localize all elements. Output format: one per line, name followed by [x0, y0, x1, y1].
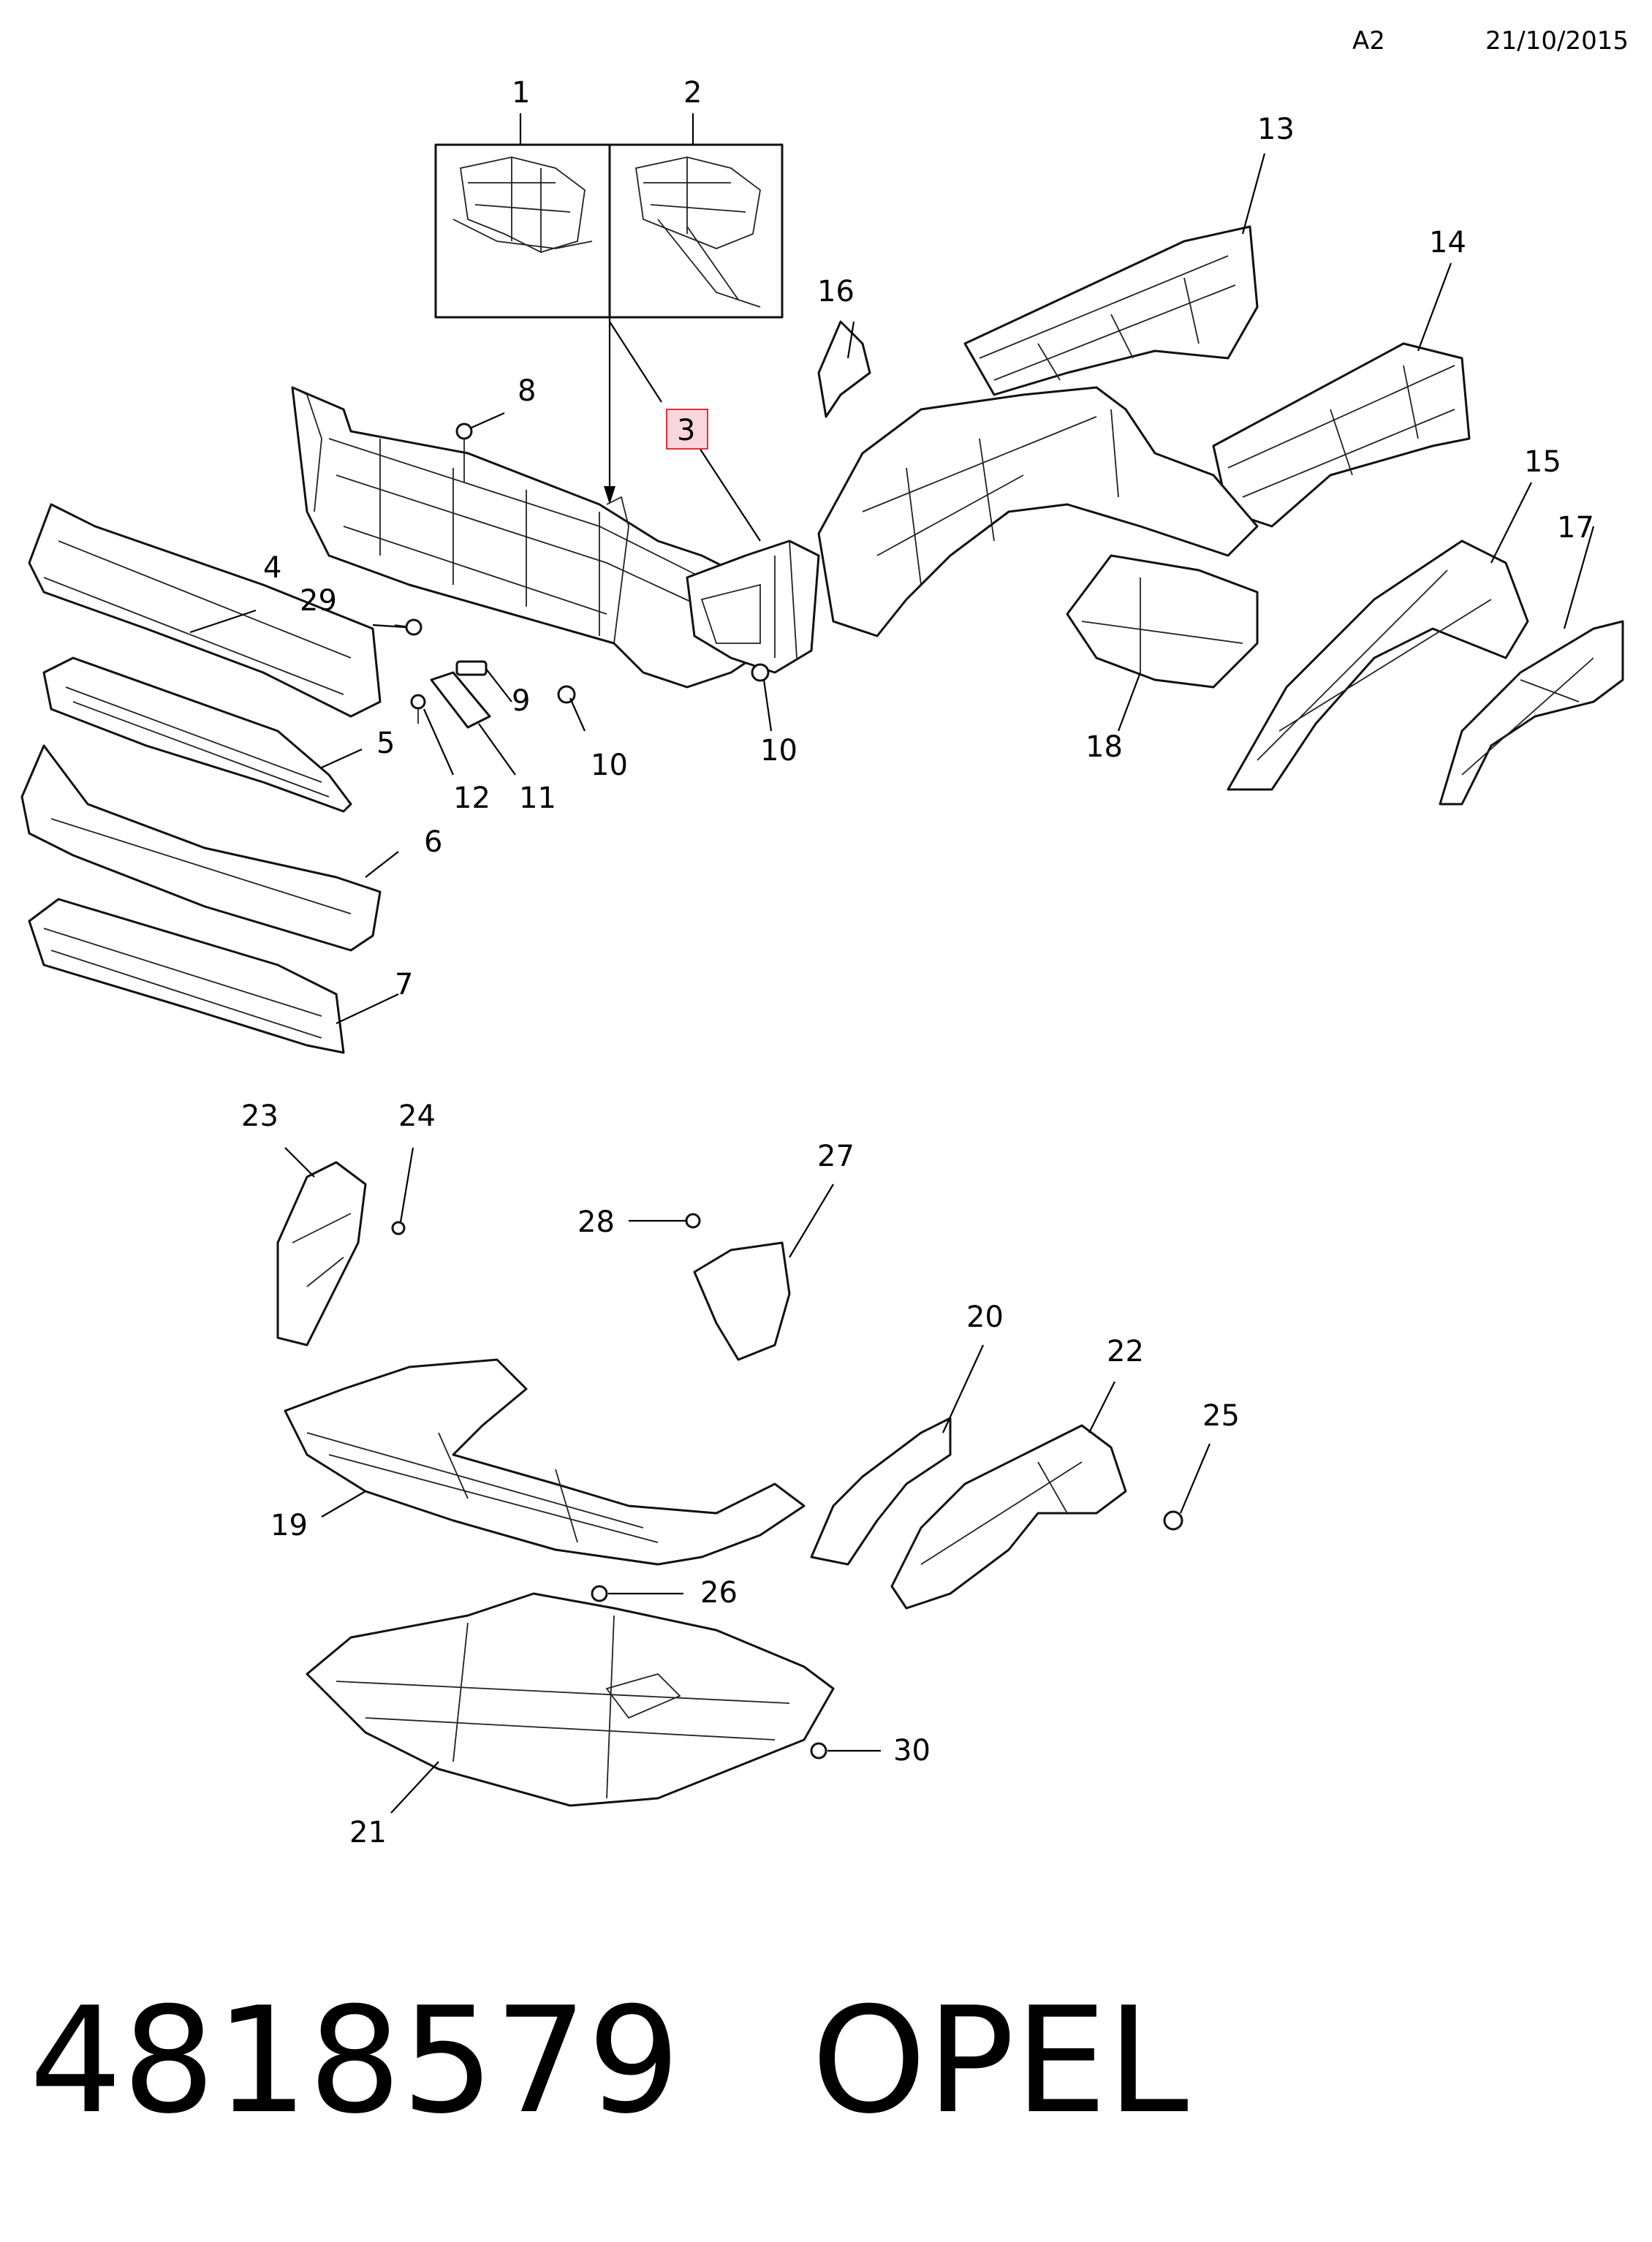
callout-29: 29 [300, 584, 337, 618]
callout-7: 7 [395, 968, 413, 1001]
fastener-8 [455, 423, 473, 482]
callout-20: 20 [966, 1300, 1004, 1334]
part-14 [1212, 342, 1471, 528]
fastener-26 [591, 1585, 608, 1602]
part-crash-box-bracket [686, 539, 820, 674]
part-13 [963, 225, 1259, 396]
inset-arrow-head [604, 486, 615, 504]
callout-12: 12 [453, 781, 490, 815]
callout-27: 27 [817, 1140, 855, 1173]
callout-18: 18 [1085, 730, 1123, 764]
fastener-12 [410, 694, 426, 724]
callout-16: 16 [817, 275, 855, 308]
callout-3: 3 [677, 414, 695, 447]
callout-21: 21 [349, 1816, 387, 1849]
callout-26: 26 [700, 1576, 738, 1610]
diagram-code: A2 [1352, 26, 1385, 56]
part-6 [20, 744, 382, 952]
callout-15: 15 [1524, 445, 1561, 479]
part-7 [28, 898, 345, 1054]
part-11 [430, 671, 491, 729]
callout-30: 30 [893, 1734, 931, 1768]
part-20 [810, 1417, 952, 1566]
part-5 [42, 656, 352, 813]
footer-brand: OPEL [811, 1976, 1189, 2146]
leader-lines [189, 113, 1595, 1814]
callout-25: 25 [1202, 1399, 1240, 1433]
part-17 [1439, 620, 1624, 806]
callout-19: 19 [270, 1509, 308, 1542]
diagram-date: 21/10/2015 [1485, 26, 1629, 56]
callout-5: 5 [376, 727, 395, 760]
part-19 [284, 1358, 806, 1566]
callout-labels: 1 2 3 4 5 6 7 8 9 10 10 11 12 13 14 15 1… [241, 76, 1594, 1849]
callout-6: 6 [424, 825, 442, 859]
part-21 [306, 1592, 835, 1807]
callout-17: 17 [1557, 511, 1594, 545]
part-22 [890, 1424, 1127, 1610]
fastener-9 [455, 660, 488, 676]
fastener-28 [685, 1213, 701, 1229]
callout-2: 2 [683, 76, 702, 110]
part-18 [1066, 554, 1259, 689]
callout-11: 11 [519, 781, 556, 815]
detail-inset-2 [608, 143, 784, 319]
callout-3-highlight [666, 409, 708, 450]
callout-9: 9 [512, 684, 530, 718]
callout-14: 14 [1429, 226, 1466, 260]
detail-inset-1 [434, 143, 611, 319]
callout-8: 8 [518, 374, 536, 408]
part-15 [1227, 539, 1529, 791]
callout-22: 22 [1107, 1335, 1144, 1368]
fastener-30 [810, 1742, 827, 1760]
footer-part-number: 4818579 [29, 1976, 681, 2146]
fastener-10a [557, 685, 576, 704]
callout-10b: 10 [760, 734, 797, 768]
callout-13: 13 [1257, 113, 1295, 146]
fastener-29 [394, 618, 423, 636]
part-inner-wheelhouse-left [817, 386, 1259, 637]
callout-1: 1 [512, 76, 530, 110]
part-4 [28, 503, 382, 718]
part-16 [817, 320, 871, 418]
part-23 [276, 1161, 367, 1347]
part-27 [693, 1241, 791, 1361]
callout-4: 4 [263, 551, 281, 585]
fastener-10b [751, 663, 770, 682]
fastener-25 [1163, 1510, 1183, 1531]
callout-24: 24 [398, 1099, 436, 1133]
callout-23: 23 [241, 1099, 279, 1133]
callout-10a: 10 [591, 749, 628, 782]
fastener-24 [391, 1221, 406, 1235]
callout-28: 28 [577, 1205, 615, 1239]
